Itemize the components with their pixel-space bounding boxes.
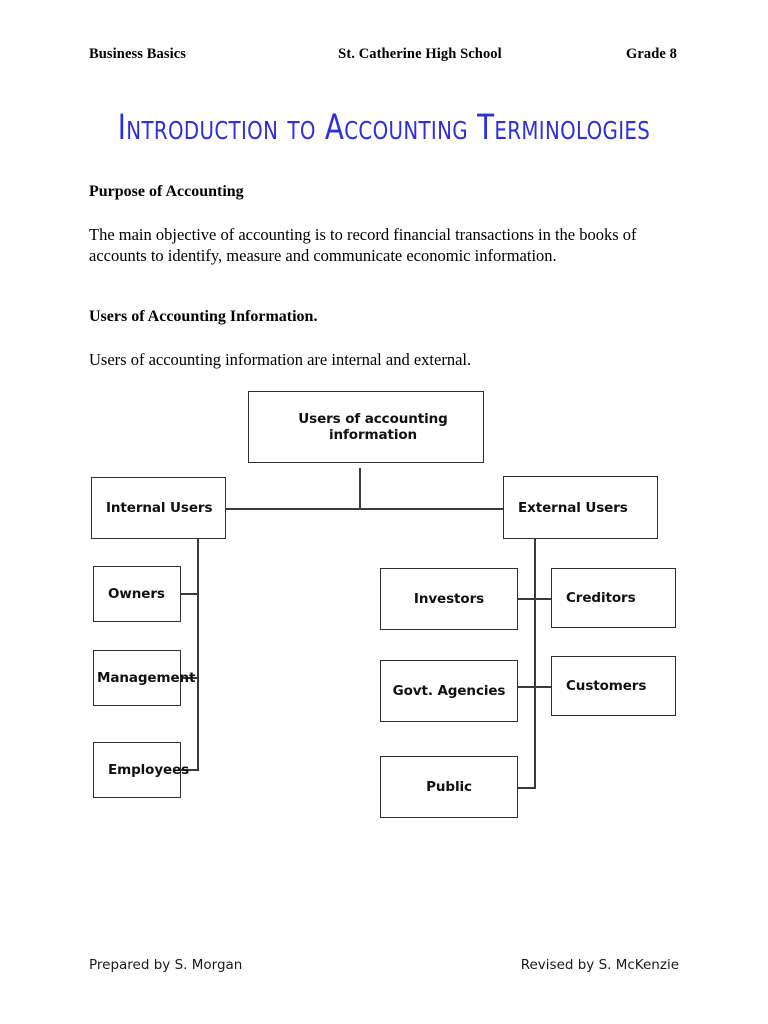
footer-revised-by: Revised by S. McKenzie: [520, 957, 679, 973]
page-title: Introduction to Accounting Terminologies: [117, 108, 651, 148]
node-creditors[interactable]: Creditors: [551, 568, 676, 628]
document-footer: Prepared by S. Morgan Revised by S. McKe…: [89, 957, 679, 973]
edge-internal-spine: [197, 538, 199, 771]
section-body-purpose: The main objective of accounting is to r…: [89, 225, 637, 265]
node-root[interactable]: Users of accounting information: [248, 391, 484, 463]
edge-to-owners: [180, 593, 199, 595]
footer-prepared-by: Prepared by S. Morgan: [89, 957, 243, 973]
section-body-users: Users of accounting information are inte…: [89, 350, 472, 369]
node-public[interactable]: Public: [380, 756, 518, 818]
document-header: Business Basics St. Catherine High Schoo…: [89, 46, 679, 63]
node-employees[interactable]: Employees: [93, 742, 189, 798]
edge-root-to-bus: [359, 468, 361, 509]
section-heading-users: Users of Accounting Information.: [89, 308, 318, 325]
node-govt-agencies[interactable]: Govt. Agencies: [380, 660, 518, 722]
node-management[interactable]: Management: [93, 650, 195, 706]
header-grade: Grade 8: [625, 46, 677, 62]
edge-external-spine: [534, 538, 536, 788]
header-school: St. Catherine High School: [338, 46, 502, 62]
node-external-users[interactable]: External Users: [503, 476, 658, 539]
edge-investors-creditors: [518, 598, 552, 600]
edge-to-public: [518, 787, 536, 789]
node-investors[interactable]: Investors: [380, 568, 518, 630]
section-heading-purpose: Purpose of Accounting: [89, 183, 244, 200]
header-course: Business Basics: [89, 46, 186, 62]
node-customers[interactable]: Customers: [551, 656, 676, 716]
edge-govt-customers: [518, 686, 552, 688]
edge-internal-to-external: [226, 508, 504, 510]
node-internal-users[interactable]: Internal Users: [91, 477, 226, 539]
node-owners[interactable]: Owners: [93, 566, 181, 622]
